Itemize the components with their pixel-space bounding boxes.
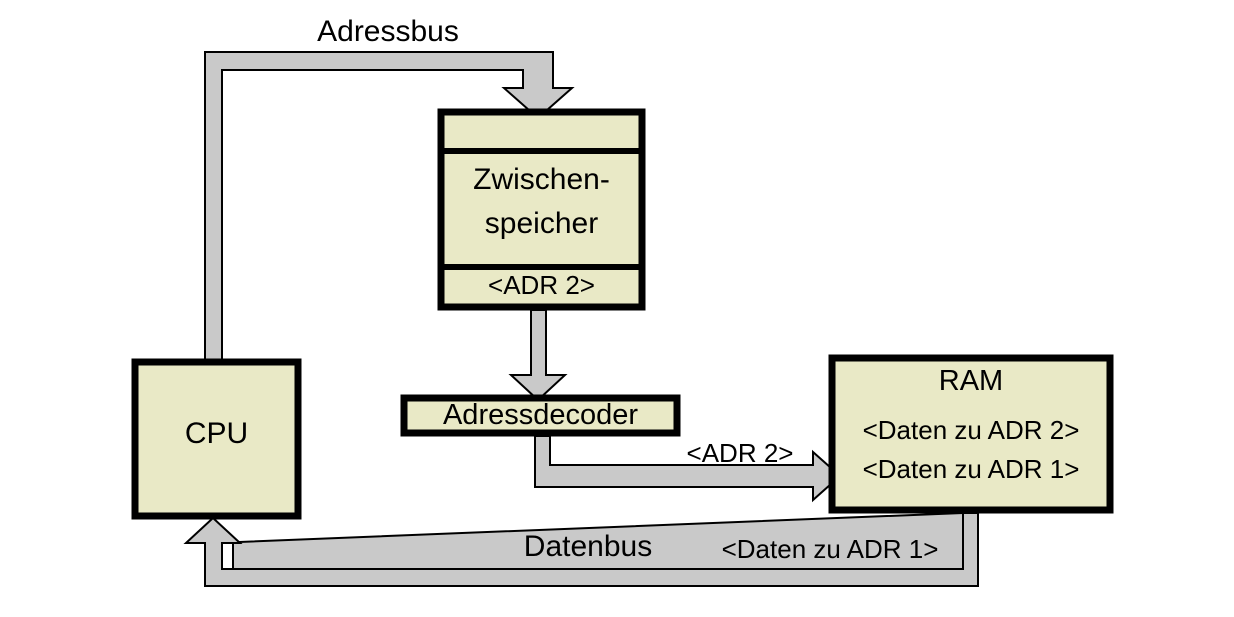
address-bus-label: Adressbus (317, 15, 459, 48)
ram-box-shape (828, 354, 1114, 514)
decoder-to-ram-arrow (534, 435, 842, 503)
decoder-label: Adressdecoder (442, 399, 639, 431)
buffer-to-decoder-arrow (508, 309, 568, 402)
buffer-row-bottom-value: <ADR 2> (488, 270, 595, 300)
address-bus-path (204, 51, 575, 364)
cpu-box-shape (131, 358, 302, 520)
ram-title: RAM (938, 365, 1004, 397)
buffer-box-shape (437, 108, 646, 311)
cpu-label: CPU (184, 417, 249, 450)
data-bus-path (183, 512, 979, 587)
ram-data-line-1: <Daten zu ADR 2> (862, 415, 1080, 445)
buffer-row-top (441, 118, 642, 146)
data-bus-label: Datenbus (523, 530, 653, 563)
data-bus-value-label: <Daten zu ADR 1> (721, 534, 939, 564)
decoder-box-shape (400, 394, 681, 437)
ram-data-line-2: <Daten zu ADR 1> (862, 454, 1080, 484)
buffer-row-middle-line2: speicher (484, 207, 599, 240)
decoder-to-ram-label: <ADR 2> (686, 438, 794, 468)
buffer-row-middle-line1: Zwischen- (473, 163, 610, 196)
